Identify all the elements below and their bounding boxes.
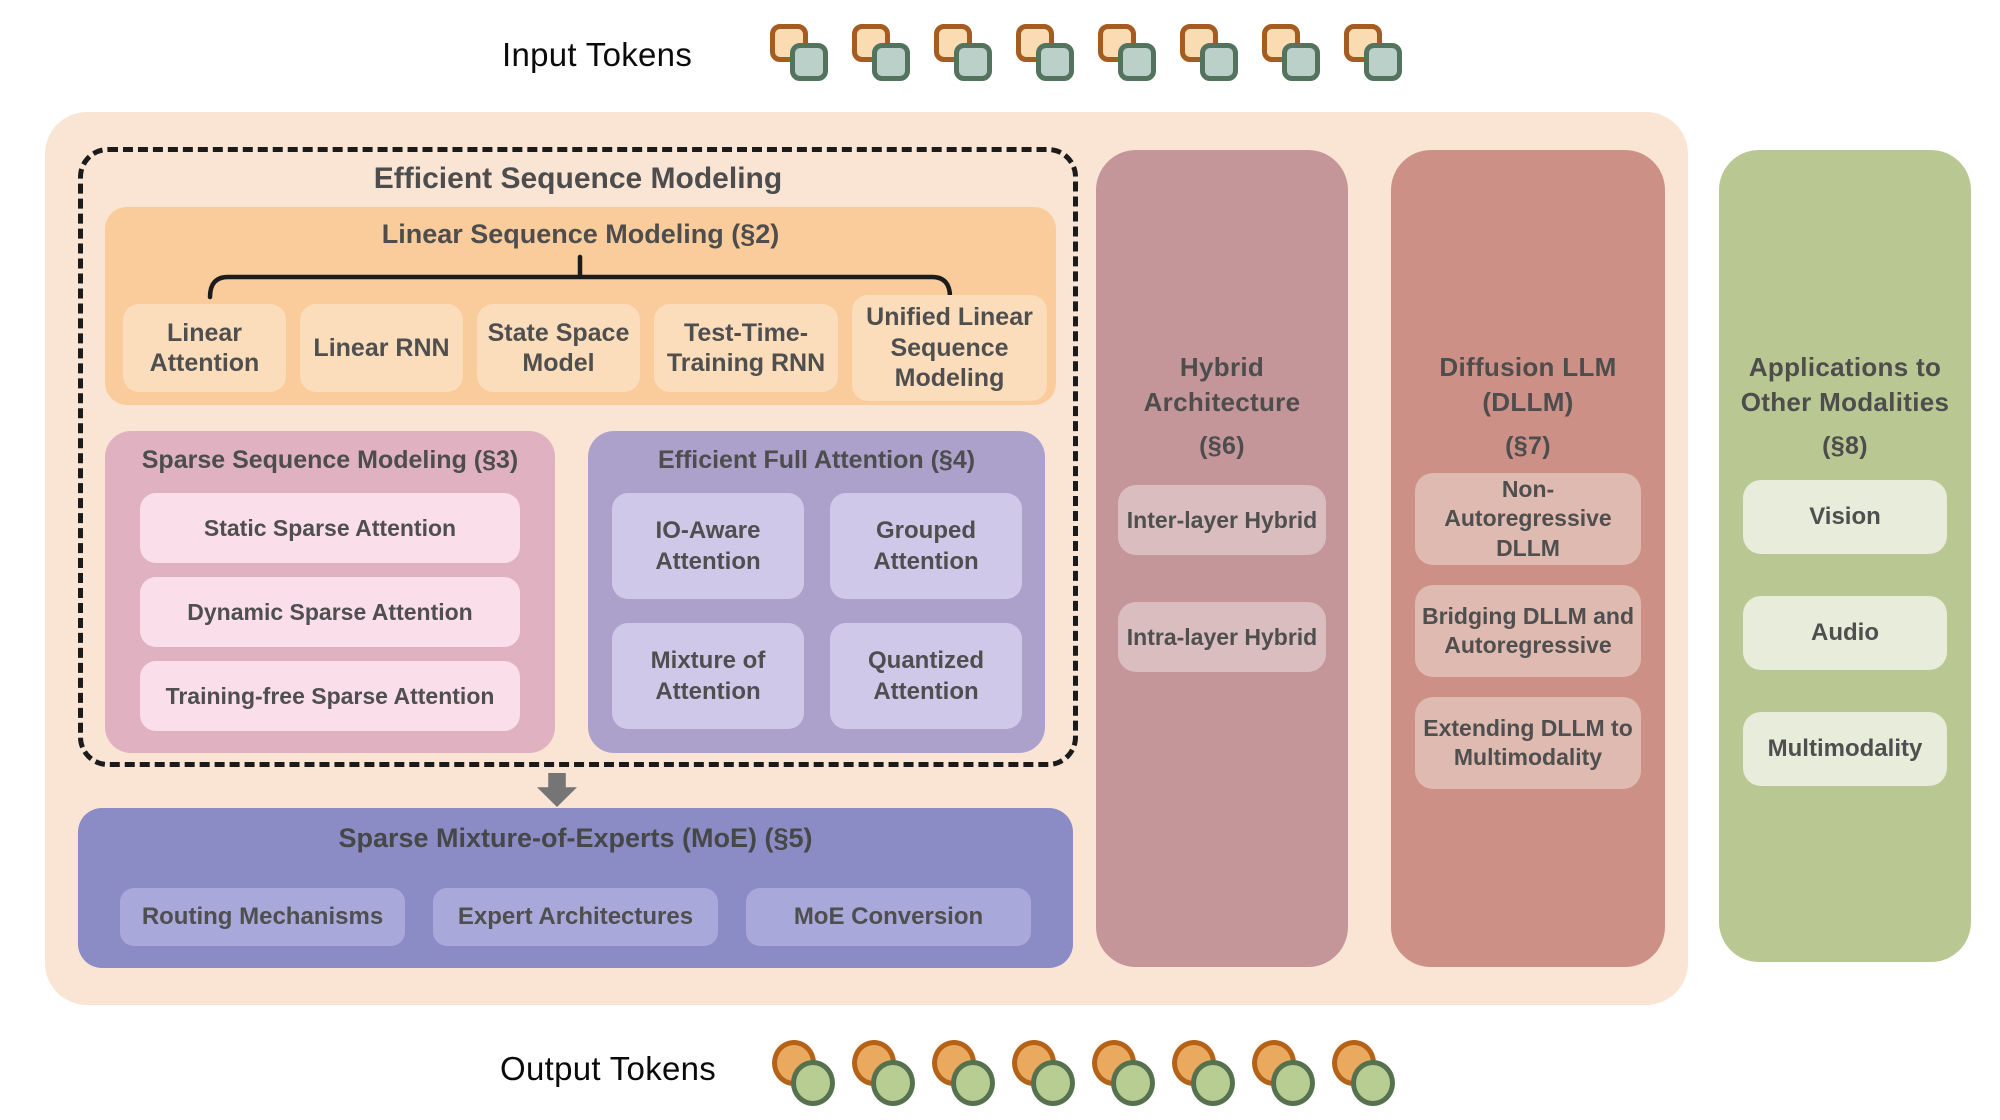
diffusion-llm-section: (§7)	[1505, 432, 1551, 461]
node-dynamic-sparse-attention: Dynamic Sparse Attention	[140, 577, 520, 647]
sparse-mixture-of-experts-title: Sparse Mixture-of-Experts (MoE) (§5)	[338, 823, 813, 853]
output-token-pair-icon	[1012, 1040, 1075, 1106]
node-linear-rnn: Linear RNN	[300, 304, 463, 392]
applications-other-modalities-column: Applications to Other Modalities (§8) Vi…	[1719, 150, 1971, 962]
node-audio: Audio	[1743, 596, 1947, 671]
node-grouped-attention: Grouped Attention	[830, 493, 1022, 599]
input-token-pair-icon	[1262, 24, 1320, 84]
diffusion-llm-title: Diffusion LLM (DLLM)	[1439, 352, 1617, 418]
node-intra-layer-hybrid: Intra-layer Hybrid	[1118, 602, 1326, 673]
input-token-pair-icon	[770, 24, 828, 84]
moe-children: Routing Mechanisms Expert Architectures …	[120, 888, 1031, 946]
diffusion-llm-children: Non-Autoregressive DLLM Bridging DLLM an…	[1391, 473, 1665, 790]
output-token-pair-icon	[1172, 1040, 1235, 1106]
node-mixture-of-attention: Mixture of Attention	[612, 623, 804, 729]
node-routing-mechanisms: Routing Mechanisms	[120, 888, 405, 946]
input-tokens-label: Input Tokens	[502, 36, 693, 73]
input-token-pair-icon	[1344, 24, 1402, 84]
node-static-sparse-attention: Static Sparse Attention	[140, 493, 520, 563]
applications-section: (§8)	[1822, 432, 1868, 461]
input-token-pair-icon	[1098, 24, 1156, 84]
node-training-free-sparse-attention: Training-free Sparse Attention	[140, 661, 520, 731]
output-token-pair-icon	[1252, 1040, 1315, 1106]
output-token-pair-icon	[852, 1040, 915, 1106]
sparse-sequence-modeling-title: Sparse Sequence Modeling (§3)	[141, 446, 519, 474]
linear-sequence-modeling-box: Linear Sequence Modeling (§2) Linear Att…	[105, 207, 1056, 405]
linear-sequence-modeling-children: Linear Attention Linear RNN State Space …	[123, 295, 1047, 401]
diffusion-llm-column: Diffusion LLM (DLLM) (§7) Non-Autoregres…	[1391, 150, 1665, 967]
efficient-full-attention-title: Efficient Full Attention (§4)	[657, 446, 976, 474]
down-arrow-icon	[537, 773, 577, 807]
node-multimodality: Multimodality	[1743, 712, 1947, 787]
output-token-pair-icon	[1332, 1040, 1395, 1106]
node-non-autoregressive-dllm: Non-Autoregressive DLLM	[1415, 473, 1641, 566]
node-moe-conversion: MoE Conversion	[746, 888, 1031, 946]
input-token-pair-icon	[852, 24, 910, 84]
hybrid-architecture-children: Inter-layer Hybrid Intra-layer Hybrid	[1096, 485, 1348, 673]
output-token-pair-icon	[772, 1040, 835, 1106]
output-tokens-label: Output Tokens	[500, 1050, 717, 1087]
node-test-time-training-rnn: Test-Time-Training RNN	[654, 304, 838, 392]
efficient-sequence-modeling-title: Efficient Sequence Modeling	[373, 162, 783, 195]
input-token-pair-icon	[934, 24, 992, 84]
efficient-full-attention-box: Efficient Full Attention (§4) IO-Aware A…	[588, 431, 1045, 753]
linear-sequence-modeling-title: Linear Sequence Modeling (§2)	[381, 219, 780, 249]
applications-title: Applications to Other Modalities	[1740, 352, 1950, 418]
node-expert-architectures: Expert Architectures	[433, 888, 718, 946]
node-io-aware-attention: IO-Aware Attention	[612, 493, 804, 599]
applications-children: Vision Audio Multimodality	[1719, 480, 1971, 787]
input-token-icons	[770, 24, 1402, 84]
tree-bracket-connector	[207, 254, 953, 300]
hybrid-architecture-section: (§6)	[1199, 432, 1245, 461]
node-state-space-model: State Space Model	[477, 304, 640, 392]
efficient-architectures-container: Efficient Sequence Modeling Linear Seque…	[45, 112, 1688, 1005]
hybrid-architecture-column: Hybrid Architecture (§6) Inter-layer Hyb…	[1096, 150, 1348, 967]
node-vision: Vision	[1743, 480, 1947, 555]
node-bridging-dllm-and-autoregressive: Bridging DLLM and Autoregressive	[1415, 585, 1641, 678]
node-inter-layer-hybrid: Inter-layer Hybrid	[1118, 485, 1326, 556]
output-token-pair-icon	[1092, 1040, 1155, 1106]
output-token-icons	[772, 1040, 1395, 1106]
node-extending-dllm-to-multimodality: Extending DLLM to Multimodality	[1415, 697, 1641, 790]
input-token-pair-icon	[1016, 24, 1074, 84]
efficient-full-attention-children: IO-Aware Attention Grouped Attention Mix…	[612, 493, 1022, 729]
node-quantized-attention: Quantized Attention	[830, 623, 1022, 729]
input-token-pair-icon	[1180, 24, 1238, 84]
node-linear-attention: Linear Attention	[123, 304, 286, 392]
sparse-mixture-of-experts-box: Sparse Mixture-of-Experts (MoE) (§5) Rou…	[78, 808, 1073, 968]
efficient-sequence-modeling-group: Efficient Sequence Modeling Linear Seque…	[78, 147, 1078, 767]
sparse-sequence-modeling-children: Static Sparse Attention Dynamic Sparse A…	[140, 493, 520, 731]
node-unified-linear-sequence-modeling: Unified Linear Sequence Modeling	[852, 295, 1047, 401]
sparse-sequence-modeling-box: Sparse Sequence Modeling (§3) Static Spa…	[105, 431, 555, 753]
hybrid-architecture-title: Hybrid Architecture	[1143, 352, 1301, 418]
output-token-pair-icon	[932, 1040, 995, 1106]
